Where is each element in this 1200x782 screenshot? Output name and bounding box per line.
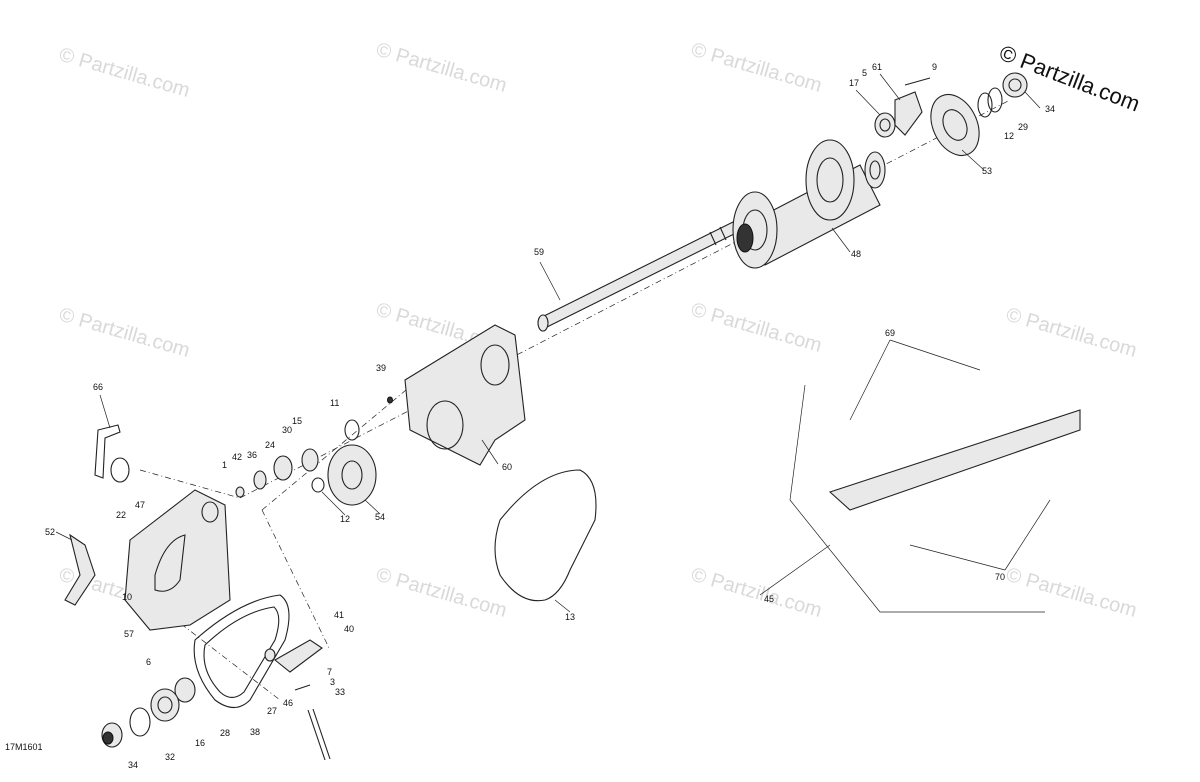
callout-27: 27 bbox=[267, 706, 277, 716]
callout-28: 28 bbox=[220, 728, 230, 738]
callout-15: 15 bbox=[292, 416, 302, 426]
callout-34-bottom: 34 bbox=[128, 760, 138, 770]
callout-16: 16 bbox=[195, 738, 205, 748]
callout-60: 60 bbox=[502, 462, 512, 472]
lower-bearing-group bbox=[101, 677, 196, 748]
callout-47: 47 bbox=[135, 500, 145, 510]
bearing-and-housing bbox=[874, 77, 931, 138]
drive-chain bbox=[193, 594, 290, 709]
callout-34-top: 34 bbox=[1045, 104, 1055, 114]
callout-7: 7 bbox=[327, 667, 332, 677]
callout-46: 46 bbox=[283, 698, 293, 708]
callout-11: 11 bbox=[330, 398, 339, 408]
watermark: © Partzilla.com bbox=[374, 564, 510, 622]
callout-36: 36 bbox=[247, 450, 257, 460]
callout-12-left: 12 bbox=[340, 514, 350, 524]
watermark: © Partzilla.com bbox=[57, 44, 193, 102]
callout-66: 66 bbox=[93, 382, 103, 392]
assembly-axis-lines bbox=[139, 99, 1011, 701]
watermark: © Partzilla.com bbox=[689, 299, 825, 357]
chaincase-gasket bbox=[494, 469, 597, 602]
callout-53: 53 bbox=[982, 166, 992, 176]
callout-41: 41 bbox=[334, 610, 344, 620]
callout-1: 1 bbox=[222, 460, 227, 470]
watermark: © Partzilla.com bbox=[1004, 564, 1140, 622]
callout-12-right: 12 bbox=[1004, 131, 1014, 141]
chaincase-cover bbox=[110, 457, 231, 631]
watermark: © Partzilla.com bbox=[1004, 304, 1140, 362]
watermark: © Partzilla.com bbox=[689, 39, 825, 97]
chaincase-housing bbox=[404, 324, 526, 466]
callout-labels: 66 47 22 52 42 1 36 24 30 15 11 39 12 54… bbox=[45, 62, 1055, 770]
track-section bbox=[759, 339, 1081, 613]
callout-70: 70 bbox=[995, 572, 1005, 582]
callout-40: 40 bbox=[344, 624, 354, 634]
drawing-id-label: 17M1601 bbox=[5, 742, 43, 752]
sprocket-hub-assembly bbox=[732, 139, 886, 269]
callout-29: 29 bbox=[1018, 122, 1028, 132]
callout-32: 32 bbox=[165, 752, 175, 762]
watermark: © Partzilla.com bbox=[689, 564, 825, 622]
callout-48: 48 bbox=[851, 249, 861, 259]
callout-69: 69 bbox=[885, 328, 895, 338]
callout-54: 54 bbox=[375, 512, 385, 522]
callout-33: 33 bbox=[335, 687, 345, 697]
callout-30: 30 bbox=[282, 425, 292, 435]
lower-sprocket-group bbox=[235, 396, 393, 506]
callout-45: 45 bbox=[764, 594, 774, 604]
callout-22: 22 bbox=[116, 510, 126, 520]
callout-13: 13 bbox=[565, 612, 575, 622]
callout-17: 17 bbox=[849, 78, 859, 88]
callout-42: 42 bbox=[232, 452, 242, 462]
callout-61: 61 bbox=[872, 62, 882, 72]
flange-plate bbox=[930, 93, 980, 157]
callout-9: 9 bbox=[932, 62, 937, 72]
callout-5: 5 bbox=[862, 68, 867, 78]
callout-leader-lines bbox=[55, 73, 1041, 613]
callout-57: 57 bbox=[124, 629, 134, 639]
callout-59: 59 bbox=[534, 247, 544, 257]
dipstick-and-bracket bbox=[64, 424, 121, 606]
watermark: © Partzilla.com bbox=[57, 304, 193, 362]
callout-52: 52 bbox=[45, 527, 55, 537]
callout-3: 3 bbox=[330, 677, 335, 687]
callout-39: 39 bbox=[376, 363, 386, 373]
callout-6: 6 bbox=[146, 657, 151, 667]
retaining-rings-and-cap bbox=[977, 72, 1028, 118]
callout-10: 10 bbox=[122, 592, 132, 602]
chain-tensioner bbox=[264, 639, 331, 761]
callout-24: 24 bbox=[265, 440, 275, 450]
watermark: © Partzilla.com bbox=[374, 39, 510, 97]
callout-38: 38 bbox=[250, 727, 260, 737]
